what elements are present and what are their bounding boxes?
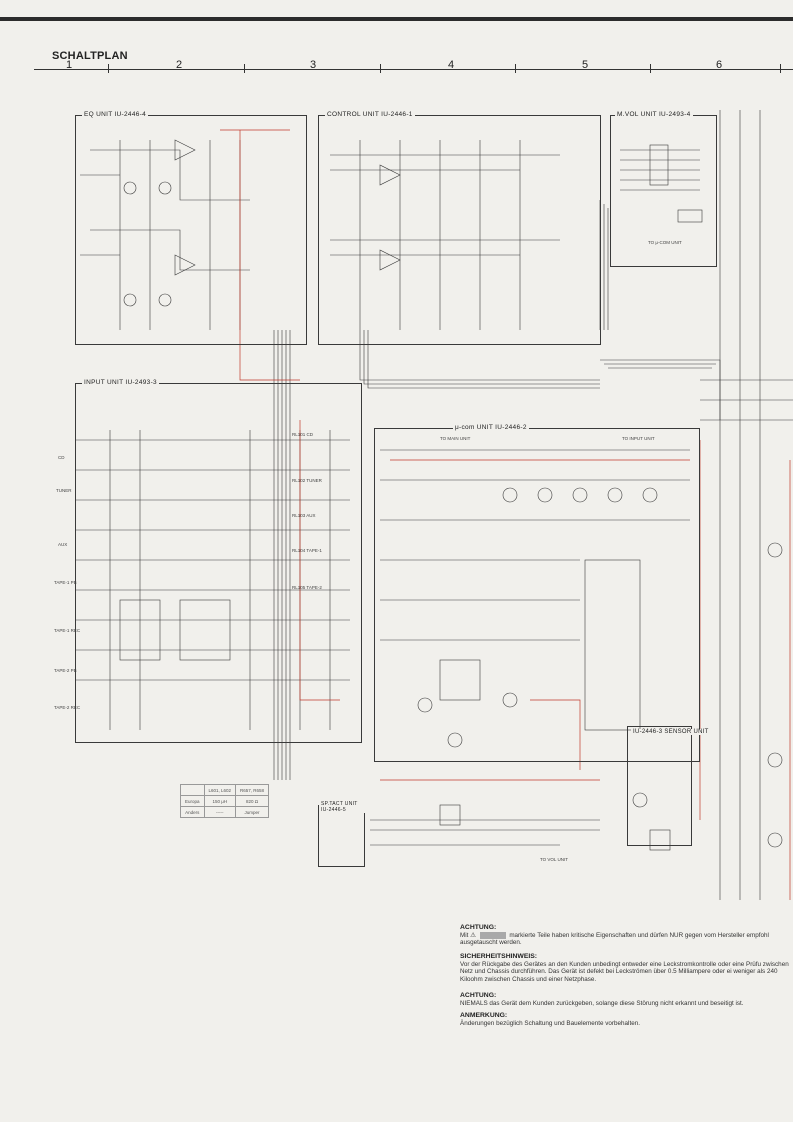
ucom-unit-title: μ-com UNIT IU-2446-2 (453, 424, 529, 431)
jack-label: TAPE-1 REC (54, 628, 81, 633)
table-row: Europa 150 μH 820 Ω (180, 795, 270, 807)
note-block: ACHTUNG: NIEMALS das Gerät dem Kunden zu… (460, 992, 793, 1007)
table-cell: Anders (180, 806, 205, 818)
relay-label: RL101 CD (292, 432, 314, 437)
destination-table: L601, L602 R657, R658 Europa 150 μH 820 … (180, 784, 270, 818)
control-unit-box: CONTROL UNIT IU-2446-1 (318, 111, 601, 345)
column-number: 4 (448, 59, 455, 71)
jack-label: TAPE-2 REC (54, 705, 81, 710)
page-title: SCHALTPLAN (52, 50, 128, 62)
sptact-unit-box: SP.TACT UNIT IU-2446-5 (318, 801, 367, 867)
jack-label: TUNER (56, 488, 72, 493)
note-text: NIEMALS das Gerät dem Kunden zurückgeben… (460, 999, 744, 1007)
connector-label: TO MAIN UNIT (440, 436, 471, 441)
column-tick (515, 64, 516, 73)
input-unit-title: INPUT UNIT IU-2493-3 (82, 379, 159, 386)
eq-unit-box: EQ UNIT IU-2446-4 (75, 111, 307, 345)
column-tick (780, 64, 781, 73)
mvol-unit-title: M.VOL UNIT IU-2493-4 (615, 111, 693, 118)
column-ruler (34, 69, 793, 70)
mvol-unit-box: M.VOL UNIT IU-2493-4 (610, 111, 717, 267)
column-number: 3 (310, 59, 317, 71)
column-tick (380, 64, 381, 73)
connector-label: TO μ-COM UNIT (648, 240, 682, 245)
table-cell: 820 Ω (235, 795, 270, 807)
warning-icon: ⚠ (470, 931, 476, 939)
input-unit-box: INPUT UNIT IU-2493-3 (75, 379, 362, 743)
note-heading: ACHTUNG: (460, 924, 497, 931)
column-number: 5 (582, 59, 589, 71)
eq-unit-title: EQ UNIT IU-2446-4 (82, 111, 149, 118)
sensor-unit-title: IU-2446-3 SENSOR UNIT (631, 729, 711, 735)
note-text-after: markierte Teile haben kritische Eigensch… (460, 931, 769, 947)
table-cell: Jumper (235, 806, 270, 818)
note-text-before: Mit (460, 931, 469, 939)
critical-part-swatch (479, 931, 506, 939)
note-text: Vor der Rückgabe des Gerätes an den Kund… (460, 960, 789, 983)
sptact-unit-title: SP.TACT UNIT IU-2446-5 (319, 801, 367, 813)
ucom-unit-box: μ-com UNIT IU-2446-2 (374, 424, 700, 762)
table-cell: 150 μH (203, 795, 237, 807)
table-row: Anders ----- Jumper (180, 806, 270, 818)
column-number: 2 (176, 59, 183, 71)
note-block: ANMERKUNG: Änderungen bezüglich Schaltun… (460, 1012, 793, 1027)
table-cell: R657, R658 (235, 784, 270, 796)
note-text: Mit ⚠ markierte Teile haben kritische Ei… (460, 931, 793, 947)
jack-label: AUX (58, 542, 68, 547)
top-border (0, 17, 793, 21)
jack-label: TAPE-1 PB (54, 580, 77, 585)
note-heading: ANMERKUNG: (460, 1012, 508, 1019)
column-number: 1 (66, 59, 73, 71)
column-tick (244, 64, 245, 73)
column-tick (650, 64, 651, 73)
relay-label: RL104 TAPE-1 (292, 548, 322, 553)
column-tick (108, 64, 109, 73)
note-heading: SICHERHEITSHINWEIS: (460, 953, 538, 960)
jack-label: CD (58, 455, 65, 460)
table-cell (180, 784, 205, 796)
column-number: 6 (716, 59, 723, 71)
table-cell: L601, L602 (203, 784, 237, 796)
table-cell: ----- (203, 806, 237, 818)
connector-label: TO INPUT UNIT (622, 436, 655, 441)
connector-label: TO VOL UNIT (540, 857, 569, 862)
table-cell: Europa (180, 795, 205, 807)
relay-label: RL103 AUX (292, 513, 316, 518)
sensor-unit-box: IU-2446-3 SENSOR UNIT (627, 726, 711, 846)
note-text: Änderungen bezüglich Schaltung und Bauel… (460, 1019, 640, 1027)
control-unit-title: CONTROL UNIT IU-2446-1 (325, 111, 415, 118)
note-heading: ACHTUNG: (460, 992, 497, 999)
note-block: SICHERHEITSHINWEIS: Vor der Rückgabe des… (460, 953, 793, 983)
note-block: ACHTUNG: Mit ⚠ markierte Teile haben kri… (460, 924, 793, 947)
jack-label: TAPE-2 PB (54, 668, 77, 673)
relay-label: RL102 TUNER (292, 478, 322, 483)
relay-label: RL105 TAPE-2 (292, 585, 322, 590)
table-row: L601, L602 R657, R658 (180, 784, 270, 796)
